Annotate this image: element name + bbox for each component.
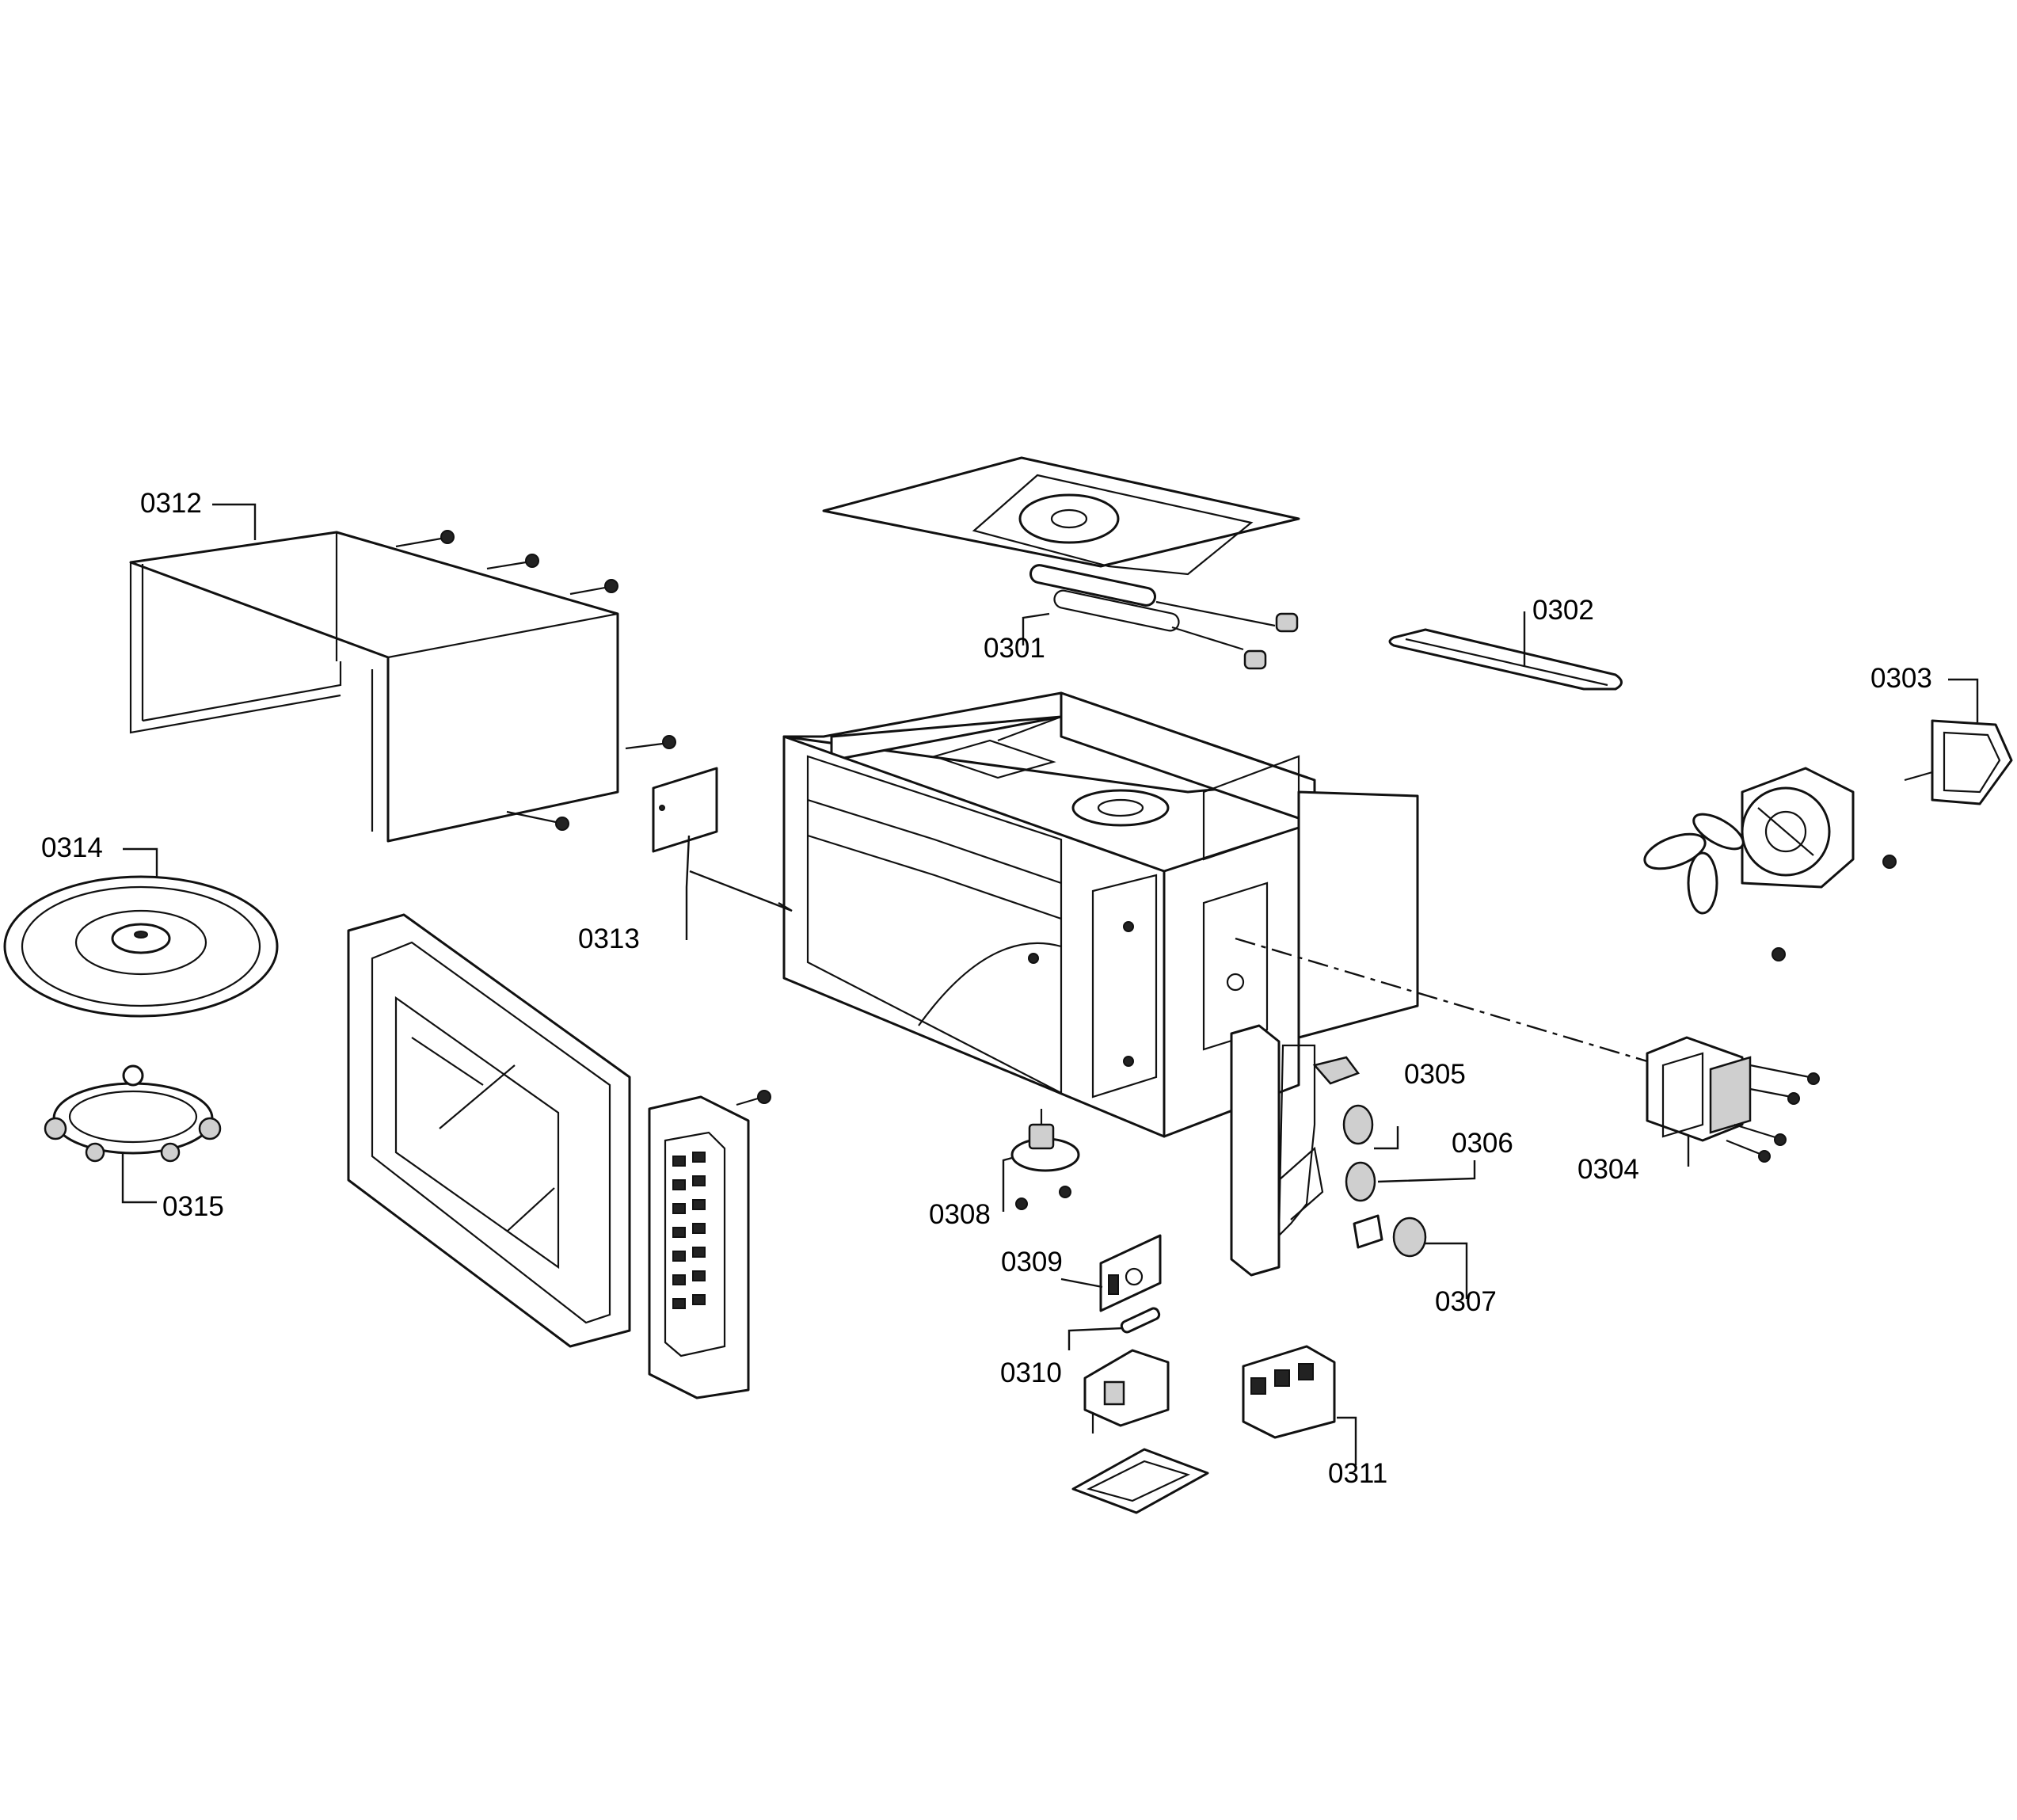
label-0306: 0306 (1452, 1128, 1513, 1159)
fuse-holder-bracket[interactable] (1083, 1349, 1170, 1434)
fan-screws (1772, 855, 1897, 961)
microswitch-0307[interactable] (1353, 1214, 1427, 1258)
roller-ring-0315[interactable] (44, 1064, 222, 1163)
transformer-0304[interactable] (1646, 1036, 1820, 1163)
label-0309: 0309 (1001, 1247, 1063, 1277)
control-panel[interactable] (648, 1090, 771, 1399)
fan-duct[interactable] (1741, 767, 1855, 889)
fan-motor-0303[interactable] (1904, 719, 2013, 805)
label-0303: 0303 (1870, 663, 1932, 694)
label-0311: 0311 (1328, 1458, 1387, 1489)
keypad-buttons (672, 1152, 706, 1309)
label-0314: 0314 (41, 832, 103, 863)
circuit-board-0309[interactable] (1099, 1234, 1162, 1312)
heater-element-0301[interactable] (1029, 564, 1299, 670)
leader-lines (121, 503, 1979, 1465)
door-latch-board[interactable] (1230, 1024, 1361, 1277)
label-0301: 0301 (984, 633, 1045, 664)
label-0302: 0302 (1532, 595, 1594, 626)
microswitch-0306[interactable] (1345, 1161, 1376, 1202)
top-cover-plate[interactable] (822, 456, 1300, 576)
label-0312: 0312 (140, 488, 202, 519)
bottom-plate[interactable] (1071, 1448, 1209, 1514)
waveguide-cover-0313[interactable] (652, 767, 718, 853)
label-0315: 0315 (162, 1191, 224, 1222)
label-0304: 0304 (1577, 1154, 1639, 1185)
alignment-line (1235, 937, 1648, 1063)
terminal-block-0311[interactable] (1242, 1345, 1336, 1439)
fan-blade[interactable] (1640, 808, 1749, 915)
glass-turntable-0314[interactable] (3, 875, 279, 1018)
label-0313: 0313 (578, 923, 640, 954)
label-0310: 0310 (1000, 1357, 1062, 1388)
fuse-0310[interactable] (1120, 1307, 1161, 1334)
cabinet-screws (395, 530, 676, 831)
label-0305: 0305 (1404, 1059, 1466, 1090)
label-0307: 0307 (1435, 1286, 1497, 1317)
door-assembly[interactable] (347, 913, 631, 1348)
turntable-motor-0308[interactable] (1010, 1109, 1080, 1210)
label-0308: 0308 (929, 1199, 991, 1230)
gasket-0302[interactable] (1388, 628, 1623, 691)
part-labels: 0312 0301 0302 0303 0313 0314 0315 0305 … (41, 488, 1932, 1489)
outer-cabinet-0312[interactable] (129, 531, 619, 843)
microswitch-0305[interactable] (1342, 1104, 1374, 1145)
